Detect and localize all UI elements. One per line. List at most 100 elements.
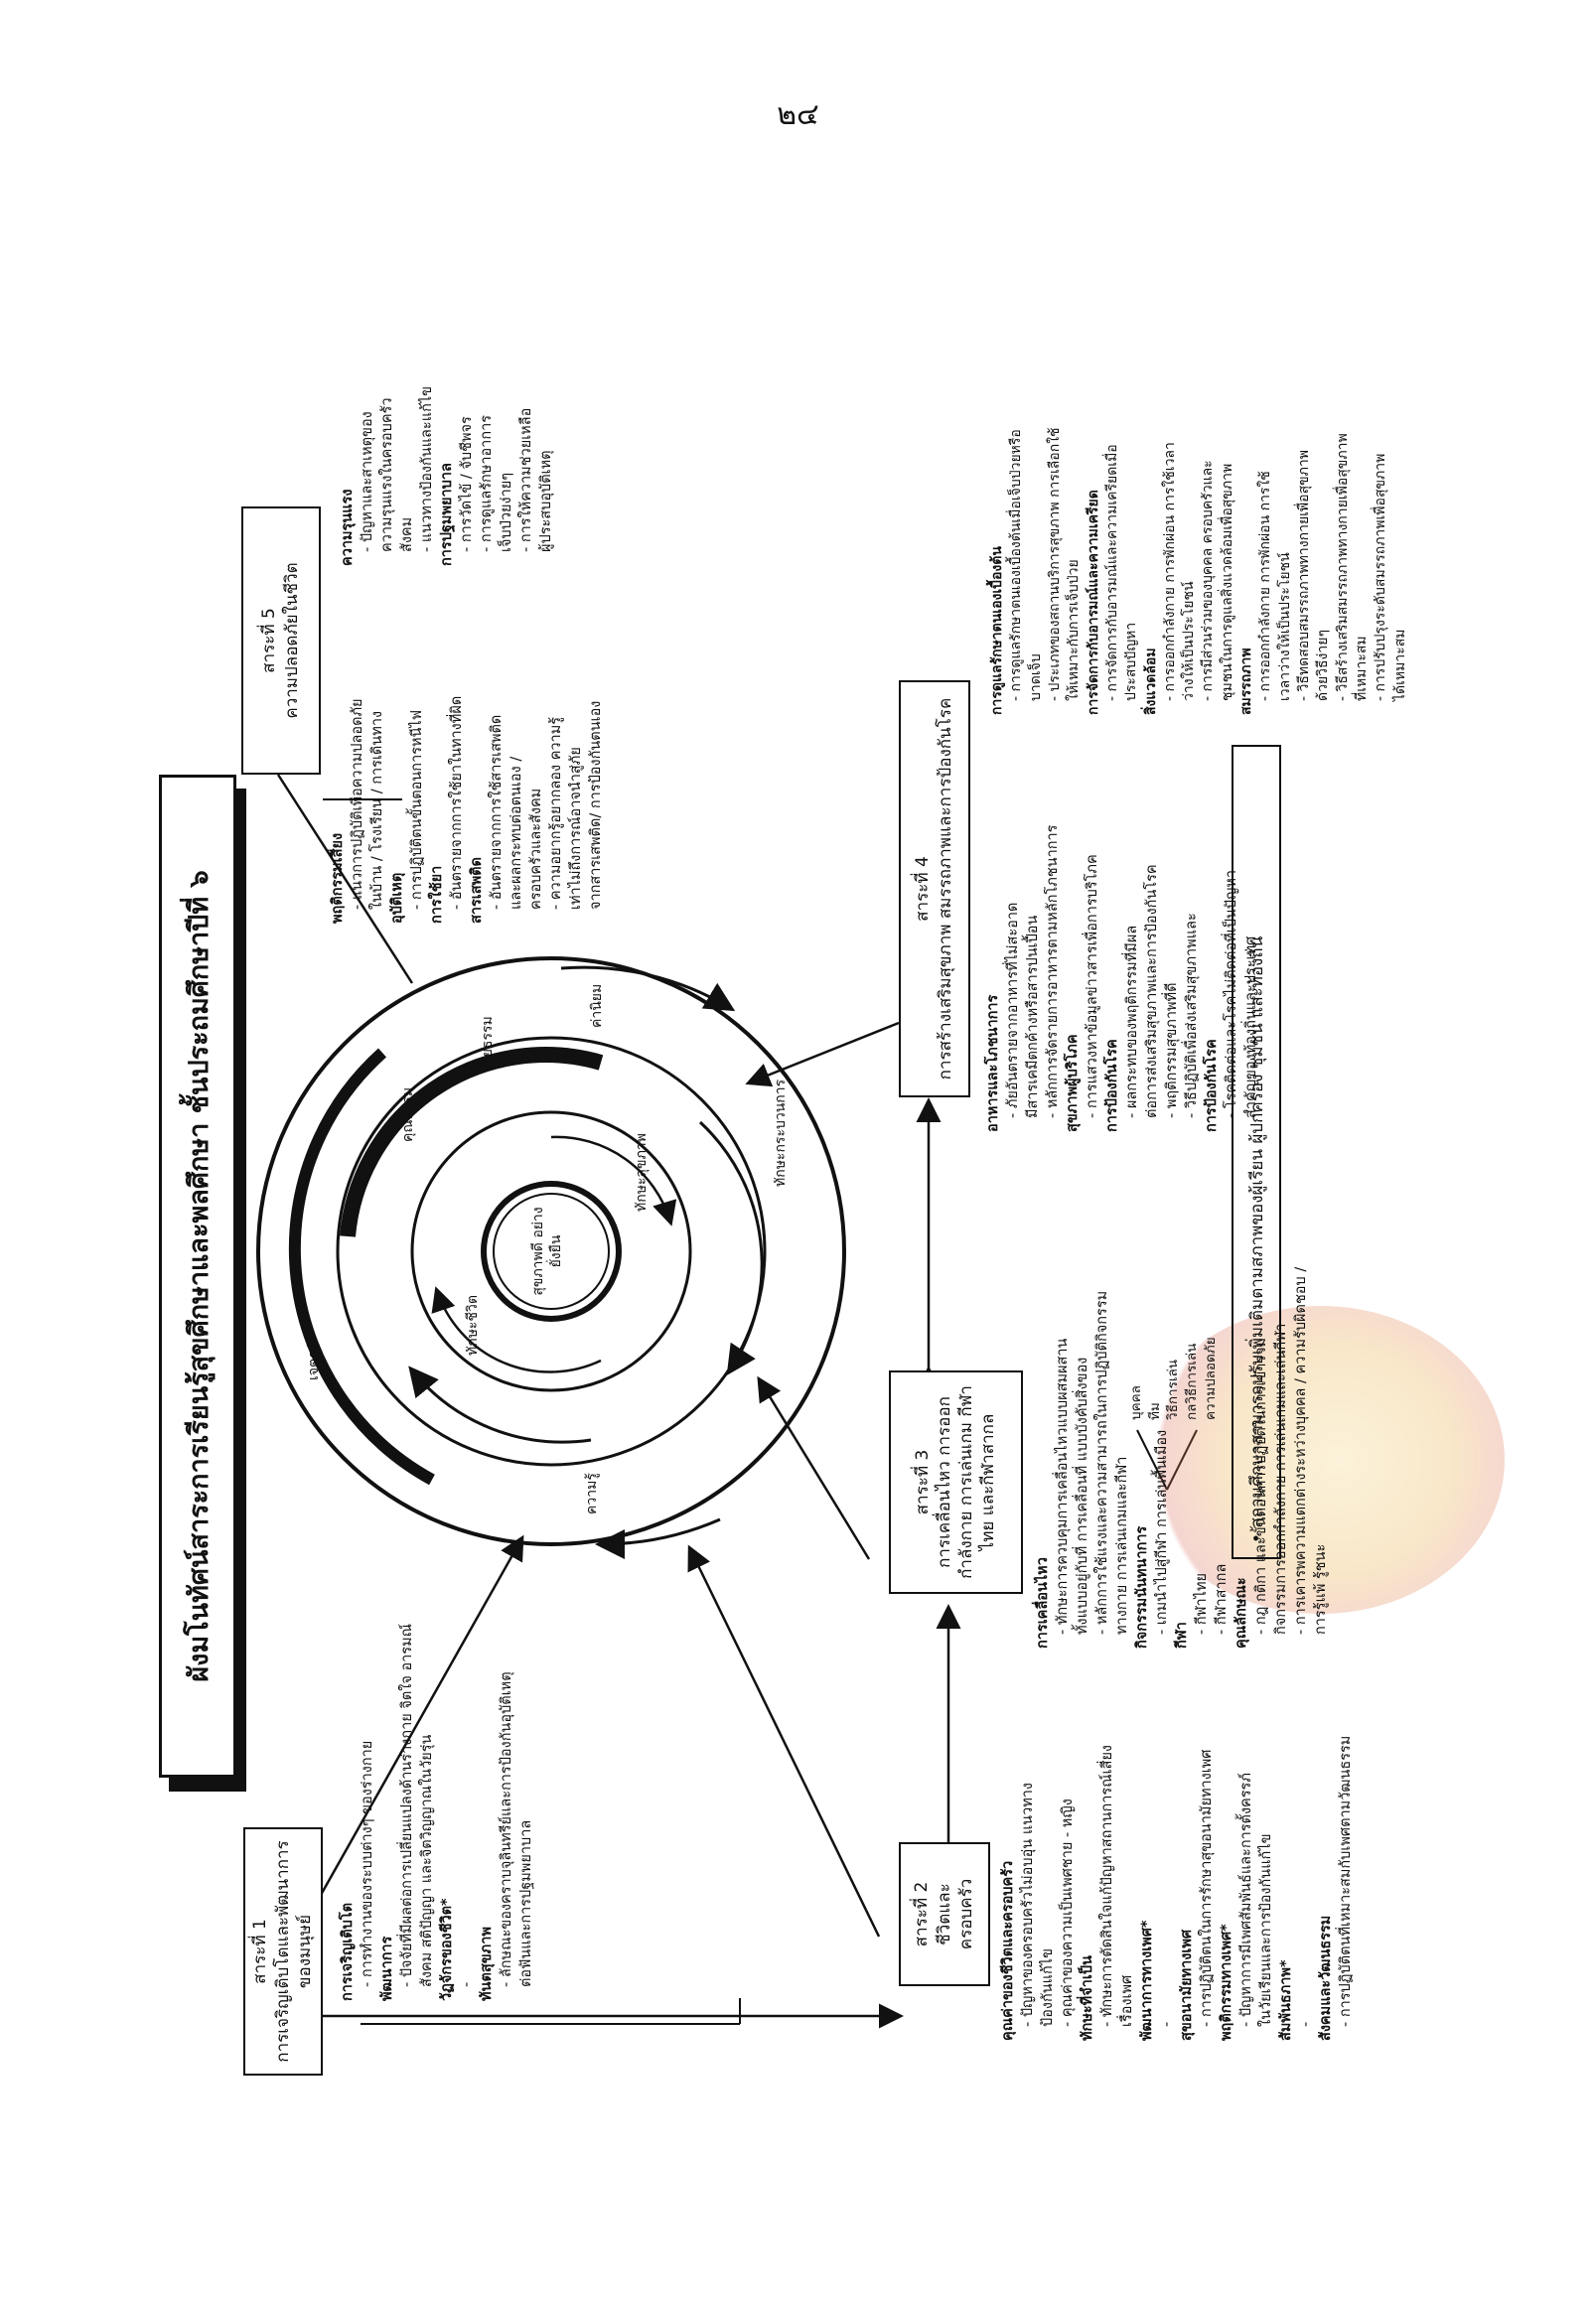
outer-ring-label: ค่านิยม [589, 983, 605, 1028]
list-item: การปฐมพยาบาล [439, 463, 455, 566]
list-item: - การให้ความช่วยเหลือ [518, 407, 534, 552]
inner-ring-label: ทักษะชีวิต [465, 1295, 481, 1356]
list-item: บาดเจ็บ [1027, 653, 1044, 701]
list-item: วัฏจักรของชีวิต* [439, 1898, 455, 2001]
list-item: ทันตสุขภาพ [479, 1927, 495, 2001]
branch-item: วิธีการเล่น [1165, 1360, 1182, 1420]
strand-1-subtitle: การเจริญเติบโตและพัฒนาการของมนุษย์ [272, 1840, 315, 2063]
list-item: การเจริญเติบโต [340, 1902, 356, 2001]
list-item: ผู้ประสบอุบัติเหตุ [538, 450, 554, 552]
list-item: เจ็บป่วยง่ายๆ [499, 472, 514, 552]
list-item: การจัดการกับอารมณ์และความเครียด [1085, 490, 1101, 715]
strand-2-title: สาระที่ 2 [912, 1881, 933, 1947]
list-item: - การแสวงหาข้อมูลข่าวสารเพื่อการบริโภค [1085, 854, 1100, 1118]
list-item: - ประเภทของสถานบริการสุขภาพ การเลือกใช้ [1046, 427, 1063, 701]
strand-3-subtitle: การเคลื่อนไหว การออกกำลังกาย การเล่นเกม … [934, 1385, 999, 1579]
branch-item: ทีม [1146, 1402, 1163, 1420]
list-item: สังคม สติปัญญา และจิตวิญญาณในวัยรุ่น [419, 1734, 435, 1987]
list-item: ชุมชนในการดูแลสิ่งแวดล้อมเพื่อสุขภาพ [1219, 463, 1235, 701]
list-item: การรู้แพ้ รู้ชนะ [1313, 1543, 1329, 1635]
list-item: เวลาว่างให้เป็นประโยชน์ [1276, 552, 1293, 701]
list-item: - การดูแลรักษาอาการ [479, 414, 495, 552]
list-item: สังคม [399, 516, 415, 552]
list-item: ว่างให้เป็นประโยชน์ [1181, 581, 1198, 701]
list-item: ความรุนแรง [340, 489, 356, 566]
list-item: การดูแลรักษาตนเองเบื้องต้น [989, 546, 1005, 715]
strand-2-box: สาระที่ 2 ชีวิตและครอบครัว [899, 1842, 990, 1986]
inner-ring [410, 1110, 692, 1392]
middle-ring-band [340, 1047, 604, 1237]
list-item: - ปัญหาและสาเหตุของ [360, 411, 375, 552]
strand-4-title: สาระที่ 4 [913, 856, 934, 922]
list-item: เรื่องเพศ [1119, 1974, 1135, 2027]
branch-item: กลวิธีการเล่น [1183, 1343, 1200, 1420]
list-item: - แนวการปฏิบัติเพื่อความปลอดภัย [350, 698, 365, 910]
list-item: สิ่งแวดล้อม [1142, 648, 1159, 715]
rotated-concept-map: ผังมโนทัศน์สาระการเรียนรู้สุขศึกษาและพลศ… [134, 258, 1505, 2244]
list-item: ให้เหมาะกับการเจ็บป่วย [1066, 559, 1083, 701]
list-item: พฤติกรรมทางเพศ* [1219, 1924, 1234, 2041]
outer-ring [256, 956, 846, 1546]
page-number: ๒๔ [777, 97, 819, 132]
core-ring [481, 1181, 622, 1322]
list-item: ในบ้าน / โรงเรียน / การเดินทาง [369, 710, 385, 910]
strand-1-list: การเจริญเติบโต - การทำงานของระบบต่างๆ ขอ… [338, 1524, 536, 2001]
list-item: - การทำงานของระบบต่างๆ ของร่างกาย [360, 1740, 375, 1987]
list-item: ด้วยวิธีง่ายๆ [1315, 630, 1332, 701]
strand-3-title: สาระที่ 3 [912, 1449, 933, 1515]
list-item: ประสบปัญหา [1123, 622, 1140, 701]
list-item: อุบัติเหตุ [389, 872, 405, 924]
middle-ring-label: จริยธรรม [480, 1016, 496, 1073]
list-item: - แนวทางป้องกันและแก้ไข [419, 385, 435, 552]
middle-ring [336, 1036, 767, 1467]
list-item: ทั้งแบบอยู่กับที่ การเคลื่อนที่ แบบบังคั… [1075, 1357, 1090, 1635]
strand-5-box: สาระที่ 5 ความปลอดภัยในชีวิต [241, 506, 321, 775]
list-item: สมรรถภาพ [1238, 648, 1255, 715]
list-item: - การเคารพความแตกต่างระหว่างบุคคล / ความ… [1293, 1266, 1309, 1635]
branch-item: ความปลอดภัย [1202, 1337, 1219, 1420]
list-item: สุขอนามัยทางเพศ [1179, 1929, 1195, 2041]
list-item: ป้องกันแก้ไข [1040, 1947, 1056, 2027]
list-item: - [1159, 2021, 1175, 2027]
list-item: และผลกระทบต่อตนเอง / [508, 756, 524, 910]
list-item: - ทักษะการควบคุมการเคลื่อนไหวแบบผสมผสาน [1055, 1338, 1071, 1635]
outer-ring-label: ความรู้ [584, 1473, 600, 1514]
list-item: - ปัญหาการมีเพศสัมพันธ์และการตั้งครรภ์ [1238, 1773, 1254, 2027]
list-item: การป้องกันโรค [1204, 1039, 1220, 1132]
list-item: - การมีส่วนร่วมของบุคคล ครอบครัวและ [1200, 460, 1217, 701]
strand-5-subtitle: ความปลอดภัยในชีวิต [281, 562, 302, 719]
strand-4-box: สาระที่ 4 การสร้างเสริมสุขภาพ สมรรถภาพแล… [899, 680, 970, 1097]
list-item: - พฤติกรรมสุขภาพที่ดี [1164, 982, 1180, 1118]
list-item: - วิธีสร้างเสริมสมรรถภาพทางกายเพื่อสุขภา… [1334, 433, 1351, 701]
list-item: - ปัญหาของครอบครัวไม่อบอุ่น แนวทาง [1020, 1782, 1036, 2027]
list-item: - การออกกำลังกาย การพักผ่อน การใช้เวลา [1161, 442, 1178, 701]
list-item: มีสารเคมีตกค้างหรือสารปนเปื้อน [1025, 915, 1041, 1118]
list-item: สุขภาพผู้บริโภค [1065, 1034, 1081, 1132]
list-item: การใช้ยา [429, 865, 445, 924]
list-item: เท่าไม่ถึงการณ์อาจนำสู่ภัย [568, 747, 584, 910]
list-item: - อันตรายจากการใช้ยาในทางที่ผิด [449, 695, 465, 910]
list-item: - ภัยอันตรายจากอาหารที่ไม่สะอาด [1005, 902, 1021, 1118]
strand-2-subtitle: ชีวิตและครอบครัว [934, 1878, 976, 1950]
list-item: - การวัดไข้ / จับชีพจร [459, 416, 475, 552]
list-item: ทักษะที่จำเป็น [1080, 1955, 1095, 2041]
list-item: - ผลกระทบของพฤติกรรมที่มีผล [1124, 925, 1140, 1118]
list-item: - วิธีปฏิบัติเพื่อส่งเสริมสุขภาพและ [1184, 913, 1200, 1118]
list-item: - ความอยากรู้อยากลอง ความรู้ [548, 716, 564, 910]
list-item: - หลักการจัดรายการอาหารตามหลักโภชนาการ [1045, 824, 1061, 1118]
list-item: - ลักษณะของคราบจุลินทรีย์และการป้องกันอุ… [499, 1671, 514, 1987]
strand-5-title: สาระที่ 5 [259, 608, 280, 673]
list-item: - การปฏิบัติตนในการรักษาสุขอนามัยทางเพศ [1199, 1749, 1215, 2028]
list-item: สัมพันธภาพ* [1278, 1959, 1294, 2041]
list-item: ในวัยเรียนและการป้องกันแก้ไข [1258, 1833, 1274, 2027]
list-item: สารเสพติด [469, 857, 485, 924]
list-item: ครอบครัวและสังคม [528, 788, 544, 910]
connector-lines [256, 774, 1198, 2029]
list-item: - วิธีทดสอบสมรรถภาพทางกายเพื่อสุขภาพ [1296, 450, 1312, 701]
note-box: • สถานศึกษาสามารถปรับเพิ่มเติมตามสภาพของ… [1232, 745, 1281, 1559]
list-item: สังคมและวัฒนธรรม [1318, 1915, 1334, 2041]
branch-item: บุคคล [1128, 1385, 1144, 1420]
list-item: การเคลื่อนไหว [1035, 1557, 1051, 1649]
list-item: ได้เหมาะสม [1391, 629, 1408, 701]
list-item: อาหารและโภชนาการ [985, 994, 1001, 1132]
